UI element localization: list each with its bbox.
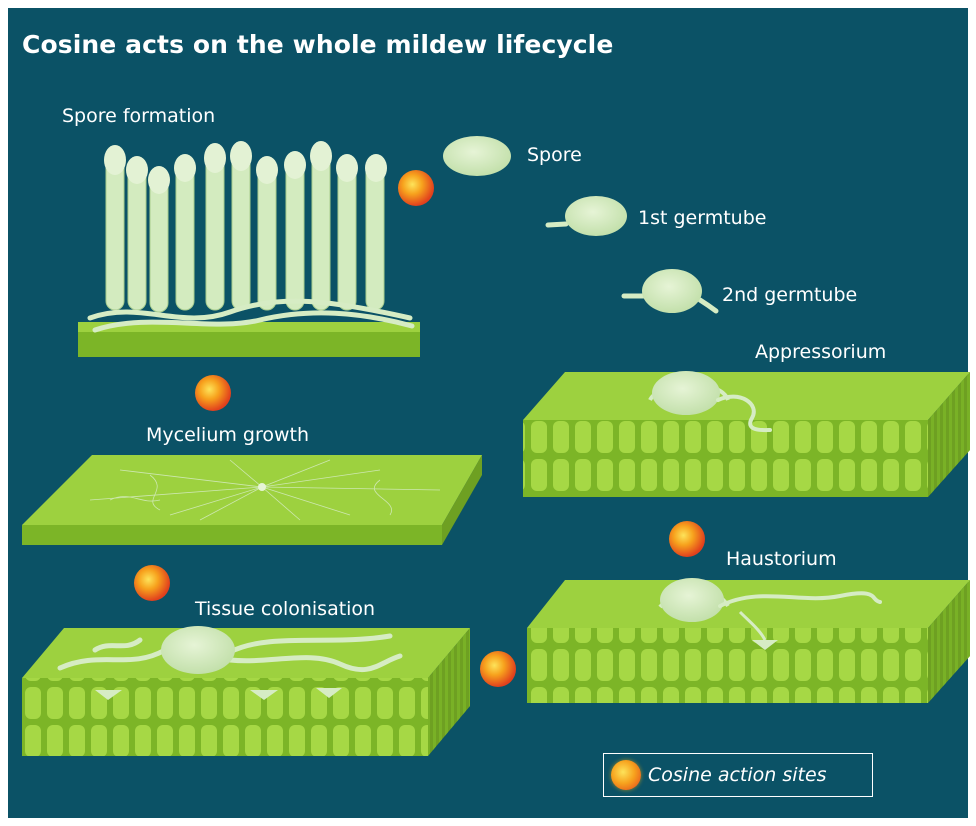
label-mycelium-growth: Mycelium growth <box>146 424 309 446</box>
legend: Cosine action sites <box>603 753 873 797</box>
label-appressorium: Appressorium <box>755 341 886 363</box>
action-site-spore <box>398 170 434 206</box>
label-spore-formation: Spore formation <box>62 105 215 127</box>
label-second-germtube: 2nd germtube <box>722 284 857 306</box>
page-title: Cosine acts on the whole mildew lifecycl… <box>22 30 613 59</box>
label-tissue-colonisation: Tissue colonisation <box>195 598 375 620</box>
action-site-haustorium <box>669 521 705 557</box>
appressorium-leaf-block <box>523 371 970 497</box>
haustorium-leaf-block <box>527 578 970 703</box>
legend-action-site-icon <box>611 760 641 790</box>
spore-formation-illustration <box>78 141 420 357</box>
legend-label: Cosine action sites <box>648 764 827 786</box>
label-spore: Spore <box>527 144 582 166</box>
label-haustorium: Haustorium <box>726 548 837 570</box>
action-site-tissue <box>480 651 516 687</box>
spore-shape <box>443 136 511 176</box>
action-site-mycelium <box>195 375 231 411</box>
tissue-colonisation-leaf-block <box>22 626 470 756</box>
mycelium-growth-leaf <box>22 455 482 545</box>
label-first-germtube: 1st germtube <box>638 207 766 229</box>
action-site-colonisation <box>134 565 170 601</box>
